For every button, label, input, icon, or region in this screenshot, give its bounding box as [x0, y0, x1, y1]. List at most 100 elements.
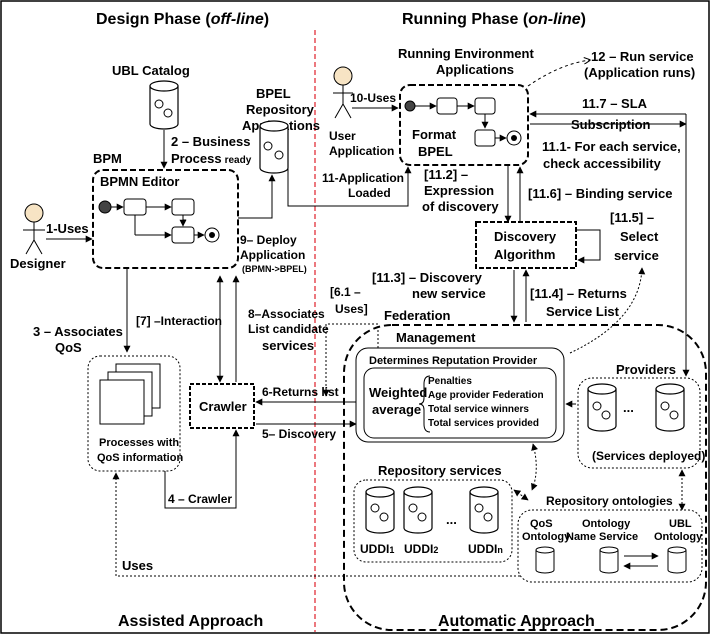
running-phase-title: Running Phase (on-line) — [402, 11, 586, 28]
deploy-label-1: 9– Deploy — [240, 233, 297, 247]
provider-database-icon-1 — [587, 383, 617, 432]
bpel-repository-database-icon — [259, 120, 289, 174]
bpel-process-flow — [404, 97, 522, 147]
uddi1-label: UDDI1 — [360, 542, 394, 556]
ontology-name-label-1: Ontology — [582, 518, 631, 530]
services-deployed-label: (Services deployed) — [592, 449, 705, 463]
weighted-average-box — [363, 367, 557, 439]
ubl-catalog-label: UBL Catalog — [112, 63, 190, 78]
app-loaded-label-1: 11-Application — [322, 171, 404, 185]
ontology-name-label-2: Name Service — [566, 531, 638, 543]
app-loaded-label-2: Loaded — [348, 186, 391, 200]
criteria-brace — [418, 375, 431, 433]
discovery-step-label: 5– Discovery — [262, 427, 336, 441]
returns-service-label-2: Service List — [546, 304, 620, 319]
select-label-1: [11.5] – — [610, 210, 654, 225]
documents-stack-icon — [99, 363, 161, 425]
interaction-label: [7] –Interaction — [136, 314, 222, 328]
run-service-arrow — [527, 60, 590, 87]
qos-ontology-label-2: Ontology — [522, 531, 571, 543]
processes-qos-label-2: QoS information — [97, 452, 183, 464]
returns-service-label-1: [11.4] – Returns — [530, 286, 627, 301]
format-bpel-box — [399, 84, 529, 166]
run-service-label-1: 12 – Run service — [591, 49, 694, 64]
associates-qos-label-1: 3 – Associates — [33, 324, 123, 339]
uddi1-database-icon — [365, 486, 395, 534]
binding-label: [11.6] – Binding service — [528, 186, 673, 201]
repo-services-label: Repository services — [378, 463, 502, 478]
uddi-ellipsis: ... — [446, 512, 457, 527]
uses10-label: 10-Uses — [350, 91, 396, 105]
select-loop-arrow — [576, 229, 601, 264]
discovery-new-label-1: [11.3] – Discovery — [372, 270, 483, 285]
select-label-2: Select — [620, 229, 659, 244]
weighted-label-2: average — [372, 402, 421, 417]
weighted-label-1: Weighted — [369, 385, 427, 400]
designer-label: Designer — [10, 256, 66, 271]
discovery-new-label-2: new service — [412, 286, 486, 301]
associates-list-label-2: List candidate — [248, 322, 329, 336]
crawler-step-label: 4 – Crawler — [168, 492, 232, 506]
associates-list-label-3: services — [262, 338, 314, 353]
select-label-3: service — [614, 248, 659, 263]
uses61-label-2: Uses] — [335, 302, 368, 316]
designer-actor-icon — [23, 203, 45, 255]
qos-ontology-database-icon — [535, 546, 555, 574]
ubl-catalog-database-icon — [149, 80, 179, 130]
repo-to-format-arrow — [287, 162, 412, 207]
running-env-label-2: Applications — [436, 62, 514, 77]
automatic-approach-label: Automatic Approach — [438, 613, 595, 630]
crawler-label: Crawler — [199, 399, 247, 414]
criteria-item-2: Total service winners — [428, 404, 529, 415]
discovery-algorithm-box — [475, 221, 577, 269]
criteria-item-3: Total services provided — [428, 418, 539, 429]
crawler-box — [189, 383, 255, 429]
uddi2-label: UDDI2 — [404, 542, 438, 556]
deploy-label-3: (BPMN->BPEL) — [242, 264, 307, 274]
ubl-ontology-database-icon — [667, 546, 687, 574]
user-label-1: User — [329, 129, 356, 143]
reputation-to-repo-arrow — [531, 443, 539, 491]
repo-services-to-ontologies-arrow — [513, 489, 529, 501]
associates-list-label-1: 8–Associates — [248, 307, 325, 321]
uses61-label-1: [6.1 – — [330, 285, 361, 299]
associates-qos-label-2: QoS — [55, 340, 82, 355]
bpm-to-repo-arrow — [238, 174, 276, 219]
bpmn-editor-label: BPMN Editor — [100, 174, 179, 189]
qos-ontology-label-1: QoS — [530, 518, 553, 530]
run-service-label-2: (Application runs) — [584, 65, 695, 80]
uses-bottom-arrow — [112, 472, 556, 577]
expression-label-2: Expression — [424, 183, 494, 198]
discovery-alg-label-1: Discovery — [494, 229, 557, 244]
processes-qos-box — [87, 355, 181, 472]
bpmn-process-flow — [98, 198, 220, 244]
user-actor-icon — [333, 66, 353, 119]
uses61-arrow — [322, 323, 379, 397]
uses-bottom-label: Uses — [122, 558, 153, 573]
federation-label: Federation — [384, 308, 451, 323]
crawler-step-line — [164, 429, 240, 509]
expression-label-1: [11.2] – — [424, 167, 468, 182]
ontology-name-database-icon — [599, 546, 619, 574]
providers-label: Providers — [616, 362, 676, 377]
accessibility-label-2: check accessibility — [543, 156, 662, 171]
uses1-label: 1-Uses — [46, 221, 89, 236]
uddin-label: UDDIn — [468, 542, 503, 556]
discovery-alg-label-2: Algorithm — [494, 247, 555, 262]
uddi2-database-icon — [403, 486, 433, 534]
provider-database-icon-2 — [655, 383, 685, 432]
ubl-ontology-label-2: Ontology — [654, 531, 703, 543]
ubl-ontology-label-1: UBL — [669, 518, 692, 530]
format-bpel-label-2: BPEL — [418, 144, 453, 159]
deploy-label-2: Application — [240, 248, 305, 262]
assisted-approach-label: Assisted Approach — [118, 613, 263, 630]
running-env-label-1: Running Environment — [398, 46, 534, 61]
accessibility-label-1: 11.1- For each service, — [542, 139, 681, 154]
select-service-dashed-arrow — [569, 267, 646, 354]
business-process-label-1: 2 – Business — [171, 134, 251, 149]
returns-list-label: 6-Returns list — [262, 385, 339, 399]
format-bpel-label-1: Format — [412, 127, 457, 142]
